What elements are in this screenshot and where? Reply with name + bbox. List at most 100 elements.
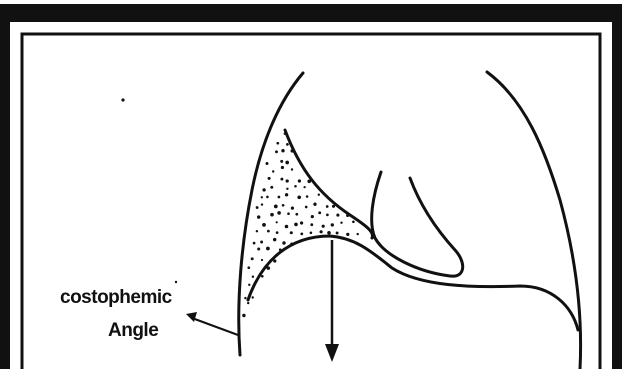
stipple-dot — [281, 166, 284, 169]
stipple-dot — [286, 179, 289, 182]
frame-left-bar — [0, 4, 10, 369]
stipple-dot — [291, 168, 293, 170]
stipple-dot — [306, 195, 309, 198]
stipple-dot — [274, 205, 278, 209]
stipple-dot — [278, 196, 281, 199]
stipple-dot — [303, 186, 305, 188]
speck — [121, 98, 124, 101]
stipple-dot — [284, 132, 287, 135]
frame-top-bar — [4, 4, 617, 22]
stipple-dot — [260, 241, 263, 244]
stipple-dot — [267, 266, 271, 270]
stipple-dot — [276, 231, 279, 234]
stipple-dot — [276, 221, 278, 223]
stipple-dot — [357, 233, 359, 235]
stipple-dot — [262, 188, 265, 191]
stipple-dot — [340, 222, 342, 224]
stipple-dot — [297, 195, 301, 199]
stipple-dot — [282, 204, 285, 207]
stipple-dot — [286, 143, 289, 146]
stipple-dot — [320, 230, 323, 233]
stipple-dot — [290, 231, 293, 234]
stipple-dot — [313, 203, 316, 206]
stipple-dot — [322, 225, 325, 228]
stipple-dot — [248, 284, 250, 286]
stipple-dot — [327, 231, 331, 235]
stipple-dot — [352, 220, 355, 223]
label-angle: Angle — [108, 320, 158, 341]
stipple-dot — [285, 193, 288, 196]
stipple-dot — [252, 275, 254, 277]
stipple-dot — [247, 266, 250, 269]
stipple-dot — [268, 177, 271, 180]
stipple-dot — [262, 223, 266, 227]
stipple-dot — [261, 196, 263, 198]
stipple-dot — [270, 213, 274, 217]
stipple-dot — [267, 230, 270, 233]
stipple-dot — [261, 270, 263, 272]
stipple-dot — [276, 142, 279, 145]
stipple-dot — [300, 233, 303, 236]
stipple-dot — [266, 196, 269, 199]
stipple-dot — [311, 215, 314, 218]
stipple-dot — [261, 259, 263, 261]
stipple-dot — [280, 178, 283, 181]
stipple-dot — [275, 150, 278, 153]
stipple-dot — [310, 232, 313, 235]
stipple-dot — [253, 242, 256, 245]
stipple-dot — [287, 212, 290, 215]
stipple-dot — [310, 223, 313, 226]
stipple-dot — [326, 214, 329, 217]
stipple-dot — [294, 185, 297, 188]
stipple-dot — [266, 162, 269, 165]
stipple-dot — [273, 238, 276, 241]
stipple-dot — [331, 223, 334, 226]
stipple-dot — [305, 206, 308, 209]
stipple-dot — [336, 232, 339, 235]
stipple-dot — [281, 149, 284, 152]
stipple-dot — [280, 160, 283, 163]
stipple-dot — [286, 188, 288, 190]
stipple-dot — [346, 214, 349, 217]
stipple-dot — [244, 297, 246, 299]
stipple-dot — [251, 296, 253, 298]
stipple-dot — [298, 179, 301, 182]
label-costophemic: costophemic — [60, 287, 173, 308]
speck — [175, 281, 177, 283]
stipple-dot — [261, 203, 263, 205]
stipple-dot — [261, 275, 264, 278]
stipple-dot — [318, 194, 320, 196]
stipple-dot — [291, 207, 294, 210]
stipple-dot — [346, 233, 349, 236]
stipple-dot — [273, 259, 276, 262]
stipple-dot — [272, 170, 274, 172]
stipple-dot — [307, 179, 311, 183]
stipple-dot — [300, 221, 303, 224]
stipple-dot — [318, 211, 321, 214]
stipple-dot — [290, 149, 293, 152]
stipple-dot — [285, 225, 289, 229]
stipple-dot — [326, 205, 329, 208]
stipple-dot — [294, 223, 298, 227]
stipple-dot — [277, 211, 281, 215]
stipple-dot — [282, 241, 285, 244]
stipple-dot — [257, 215, 260, 218]
stipple-dot — [285, 161, 289, 165]
frame-right-bar — [612, 4, 622, 369]
stipple-dot — [251, 257, 254, 260]
stipple-dot — [279, 248, 282, 251]
stipple-dot — [256, 230, 258, 232]
stipple-dot — [295, 213, 298, 216]
stipple-dot — [247, 302, 249, 304]
stipple-dot — [336, 214, 339, 217]
stipple-dot — [242, 314, 245, 317]
stipple-dot — [270, 186, 273, 189]
stipple-dot — [256, 206, 259, 209]
stipple-dot — [257, 247, 260, 250]
stipple-dot — [290, 243, 293, 246]
stipple-dot — [266, 247, 270, 251]
